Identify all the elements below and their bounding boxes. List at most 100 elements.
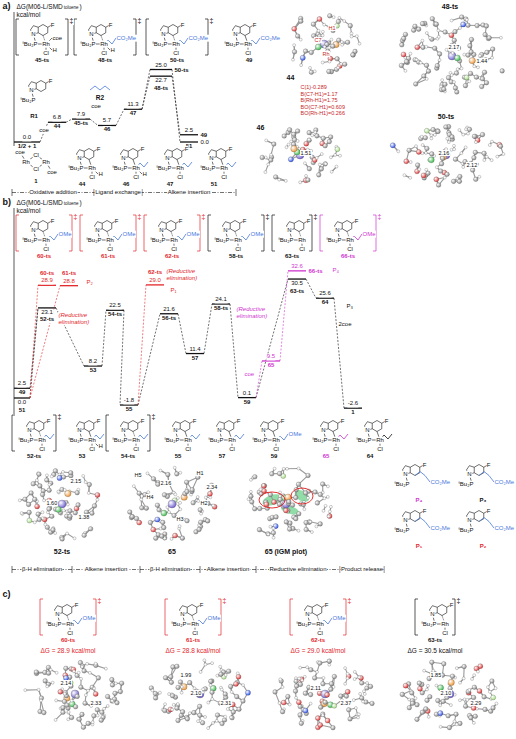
bond-line	[474, 511, 484, 522]
bond-line	[230, 221, 240, 232]
model-atom	[311, 22, 316, 27]
model-atom	[484, 24, 489, 29]
model-atom	[27, 518, 32, 523]
model-atom	[327, 14, 332, 19]
model-atom	[170, 537, 173, 540]
model-atom	[330, 170, 333, 173]
model-atom	[173, 466, 176, 469]
model-atom	[63, 489, 66, 492]
model-atom	[454, 71, 459, 76]
model-atom	[291, 146, 297, 152]
energy-path	[178, 314, 186, 354]
model-atom	[314, 131, 317, 134]
model-atom	[268, 492, 273, 497]
model-atom	[132, 485, 135, 488]
model-atom	[295, 129, 300, 134]
model-atom	[287, 527, 292, 532]
model-atom	[490, 47, 495, 52]
bond-line	[102, 221, 112, 232]
model-atom	[330, 44, 335, 49]
model-atom	[55, 507, 61, 513]
model-atom	[180, 536, 185, 541]
model-atom	[439, 161, 444, 166]
model-atom	[76, 503, 81, 508]
model-atom	[155, 503, 160, 508]
model-atom	[430, 16, 435, 21]
model-atom	[57, 490, 60, 493]
model-atom	[404, 59, 409, 64]
bracket	[53, 415, 56, 451]
model-atom	[440, 156, 445, 161]
model-atom	[446, 75, 451, 80]
model-atom	[296, 482, 301, 487]
model-atom	[174, 493, 177, 496]
model-atom	[295, 34, 300, 39]
model-atom	[342, 62, 347, 67]
model-atom	[327, 515, 330, 518]
model-atom	[151, 527, 156, 532]
bond-line	[328, 421, 338, 432]
model-atom	[196, 496, 199, 499]
model-atom	[311, 134, 314, 137]
model-atom	[466, 23, 471, 28]
model-atom	[431, 127, 436, 132]
model-atom	[483, 32, 488, 37]
model-atom	[450, 19, 453, 22]
model-atom	[421, 45, 426, 50]
model-atom	[66, 532, 69, 535]
model-atom	[212, 504, 215, 507]
model-atom	[310, 531, 313, 534]
model-atom	[487, 35, 492, 40]
model-atom	[445, 172, 450, 177]
model-atom	[66, 503, 69, 506]
chain-line	[479, 472, 494, 483]
model-atom	[50, 475, 53, 478]
model-atom	[425, 45, 428, 48]
model-atom	[35, 479, 38, 482]
model-atom	[278, 497, 283, 502]
bond-line	[96, 25, 106, 36]
model-atom	[174, 472, 179, 477]
model-atom	[130, 514, 135, 519]
model-atom	[277, 471, 282, 476]
model-atom	[415, 145, 418, 148]
model-atom	[474, 141, 477, 144]
model-atom	[184, 480, 189, 485]
model-atom	[287, 499, 292, 504]
bond-line	[62, 605, 72, 616]
model-atom	[273, 467, 276, 470]
energy-path	[102, 310, 106, 366]
model-atom	[137, 491, 142, 496]
bond-line	[128, 421, 138, 432]
model-atom	[433, 133, 436, 136]
model-atom	[321, 61, 324, 64]
energy-path	[334, 298, 344, 408]
bracket	[16, 19, 19, 55]
bracket	[16, 215, 19, 251]
model-atom	[478, 54, 481, 57]
model-atom	[45, 474, 48, 477]
model-atom	[321, 30, 324, 33]
model-atom	[432, 46, 437, 51]
model-atom	[403, 174, 406, 177]
model-atom	[309, 520, 312, 523]
model-atom	[403, 32, 408, 37]
model-atom	[47, 507, 52, 512]
model-atom	[260, 155, 265, 160]
model-atom	[420, 21, 425, 26]
model-atom	[434, 22, 439, 27]
model-atom	[436, 129, 441, 134]
model-atom	[92, 504, 97, 509]
bond-line	[410, 511, 420, 522]
model-atom	[29, 491, 34, 496]
model-atom	[82, 474, 85, 477]
model-atom	[299, 19, 304, 24]
model-atom	[264, 171, 267, 174]
model-atom	[159, 469, 162, 472]
model-atom	[340, 41, 343, 44]
model-atom	[462, 133, 465, 136]
energy-path	[138, 285, 146, 405]
model-atom	[315, 525, 318, 528]
bond-line	[128, 149, 138, 160]
